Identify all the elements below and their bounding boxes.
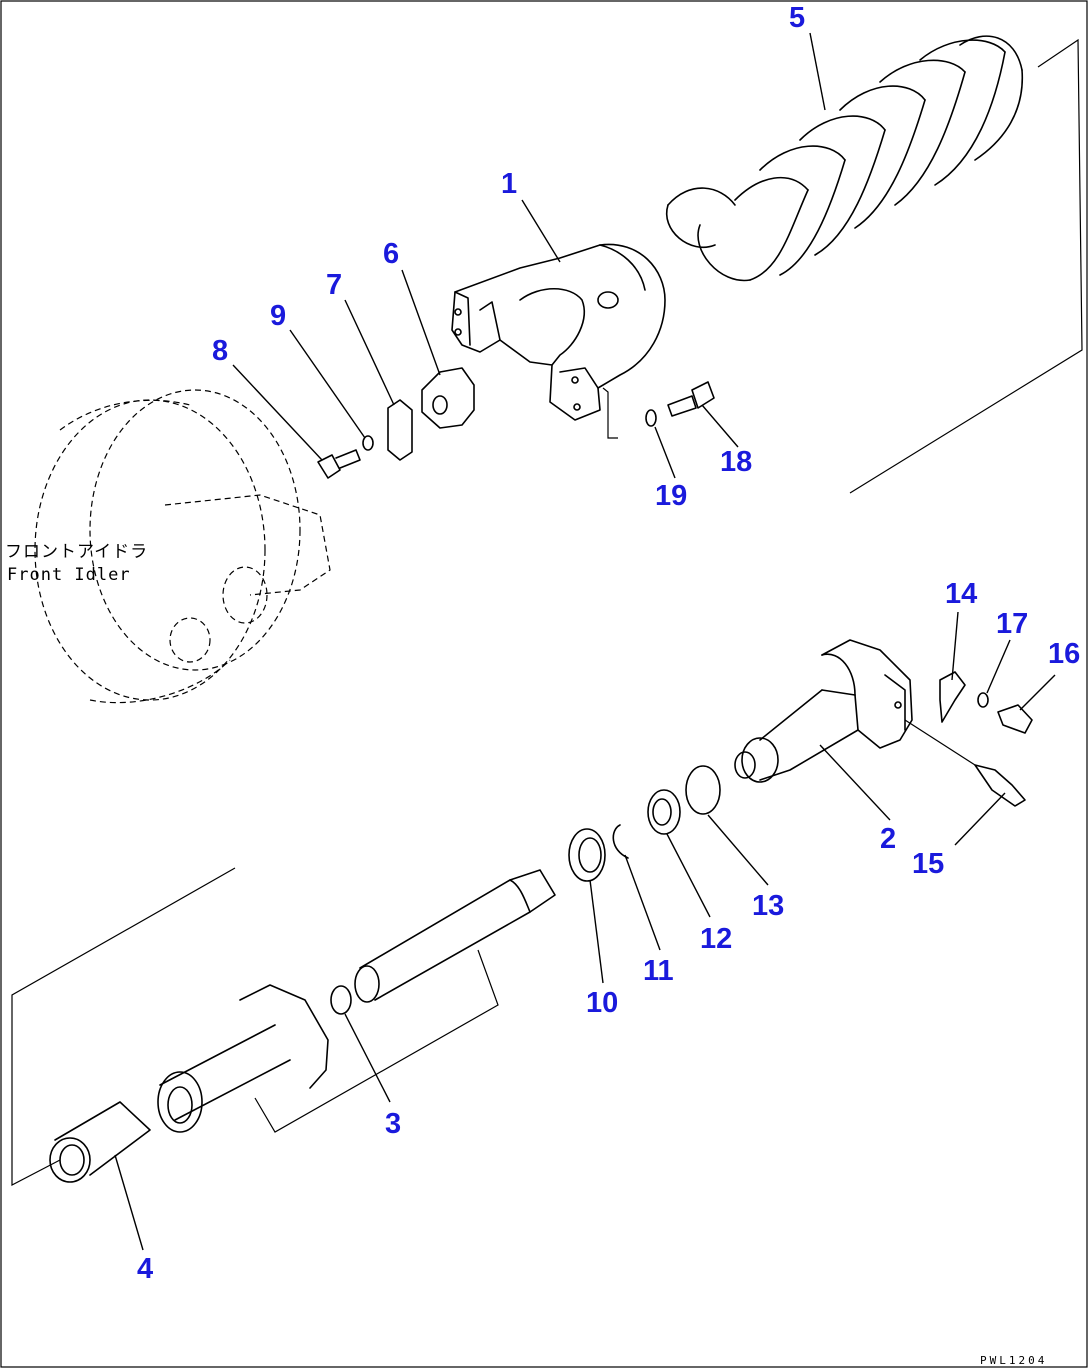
label-10: 10	[586, 987, 618, 1019]
callout-labels: 5 1 6 7 9 8 18 19 14 17 16 2 15 13 12 11…	[137, 2, 1080, 1285]
idler-shaft-2	[734, 639, 913, 783]
washer-17	[977, 692, 989, 708]
idler-yoke	[451, 243, 666, 421]
front-idler-label-jp: フロントアイドラ	[5, 542, 148, 562]
label-8: 8	[212, 335, 228, 367]
label-9: 9	[270, 300, 286, 332]
bushing-shaft	[354, 869, 556, 1003]
bolt-18	[667, 381, 715, 417]
ring-12	[647, 789, 681, 835]
label-2: 2	[880, 823, 896, 855]
front-idler-wheel	[34, 389, 331, 704]
bushing-group-bracket	[254, 949, 499, 1133]
snap-ring-11	[612, 824, 629, 859]
label-14: 14	[945, 578, 977, 610]
label-4: 4	[137, 1253, 153, 1285]
washer-9	[362, 435, 374, 451]
plate-14	[939, 671, 966, 723]
label-1: 1	[501, 168, 517, 200]
front-idler-label-en: Front Idler	[7, 565, 131, 585]
washer-19	[645, 409, 657, 427]
lower-group-bracket	[11, 867, 236, 1186]
label-6: 6	[383, 238, 399, 270]
bushing-hub	[157, 984, 329, 1133]
drawing-code: PWL1204	[980, 1354, 1047, 1367]
label-16: 16	[1048, 638, 1080, 670]
fitting-guide-line	[904, 719, 976, 766]
sleeve-4	[49, 1101, 151, 1183]
grease-fitting-15	[974, 764, 1026, 807]
bolt-bracket	[602, 387, 618, 439]
label-17: 17	[996, 608, 1028, 640]
leader-lines	[114, 32, 1056, 1251]
o-ring-3	[330, 985, 352, 1015]
recoil-spring	[665, 35, 1024, 282]
lock-plate-7	[387, 399, 413, 461]
label-7: 7	[326, 269, 342, 301]
label-18: 18	[720, 446, 752, 478]
upper-group-bracket	[849, 38, 1083, 494]
seal-13	[685, 765, 721, 815]
collar-10	[568, 828, 606, 882]
label-3: 3	[385, 1108, 401, 1140]
label-11: 11	[643, 955, 674, 987]
bolt-16	[997, 704, 1033, 734]
label-5: 5	[789, 2, 805, 34]
label-12: 12	[700, 923, 732, 955]
label-13: 13	[752, 890, 784, 922]
label-19: 19	[655, 480, 687, 512]
label-15: 15	[912, 848, 944, 880]
nut-6	[421, 367, 475, 429]
bolt-8	[317, 449, 361, 479]
